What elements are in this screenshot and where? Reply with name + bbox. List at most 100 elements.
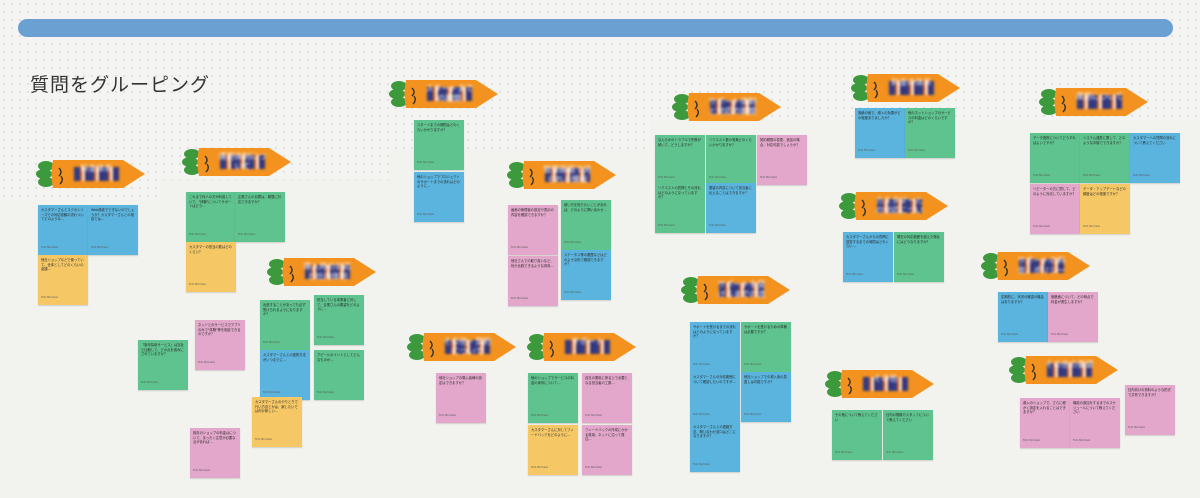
sticky-note[interactable]: Web検索でできないのでしょうか？カスタマーさんとの相談では…Tom Morri… <box>88 205 138 255</box>
sticky-note[interactable]: 他社ショップなどで使っていて、全体としてどのくらいの金額…Tom Morriso… <box>38 255 88 305</box>
sticky-note[interactable]: データ・アップデートなどの頻度はどの程度ですか？Tom Morrison <box>1080 184 1130 234</box>
note-author: Tom Morrison <box>1073 439 1091 443</box>
note-author: Tom Morrison <box>564 241 582 245</box>
group-header-carrot[interactable]: 管理画面で見られる情報 <box>507 153 618 197</box>
sticky-note[interactable]: その他について教えてください Tom Morrison <box>832 410 882 460</box>
sticky-note[interactable]: カスタマーさんとスクのシリーズでの対応依頼の流れついてどのような…Tom Mor… <box>38 205 88 255</box>
group-title: 導入時の対応と社内体制 <box>301 262 354 282</box>
note-text: リクエスト数の有無どのくらいかかりますか？ <box>709 138 752 147</box>
sticky-note[interactable]: フィードバックの作成にかかる費用、ネットに沿って発注…Tom Morrison <box>582 425 632 475</box>
sticky-note[interactable]: カスタマーさんとの連携方法がいつまでに…Tom Morrison <box>260 350 310 400</box>
sticky-note[interactable]: ステータス等の履歴などはどのような形で確認できますか？Tom Morrison <box>561 250 611 300</box>
group-header-carrot[interactable]: 運用について <box>1039 80 1150 124</box>
sticky-note[interactable]: 導入のショップで、さらに細かく設定を入れることはできますか？Tom Morris… <box>1020 398 1070 448</box>
sticky-note[interactable]: 使い方を知りたいことがあれば、どのように問い合わせ…Tom Morrison <box>561 200 611 250</box>
sticky-note[interactable]: アピールポイントとしてどんなものか…Tom Morrison <box>314 350 364 400</box>
note-author: Tom Morrison <box>585 414 603 418</box>
note-text: カスタマーさんのやりとりで行い方法とかは、案したいでは何か新しい… <box>255 400 298 414</box>
group-header-carrot[interactable]: サポート体制と対応の期間 <box>672 85 783 129</box>
note-text: リピーターの方に関して、どのように対応していますか？ <box>1033 187 1076 196</box>
sticky-note[interactable]: カスタマーさんとの連絡方法、問い合わせ窓口はどこになりますか？Tom Morri… <box>690 422 740 472</box>
sticky-note[interactable]: 出張することがあっても必ず受けられるようになりますか？Tom Morrison <box>260 300 310 350</box>
group-title: スタートまでの期間 <box>423 84 476 104</box>
note-text: 他のショップでサービスの料金の体系について… <box>531 376 574 385</box>
sticky-note[interactable]: 自社の運用に係る上で必要となる担当者の工数…Tom Morrison <box>582 373 632 423</box>
sticky-note[interactable]: 要望の内容について担当者に伝えることはできますか？Tom Morrison <box>706 183 756 233</box>
sticky-note[interactable]: リクエスト数の有無どのくらいかかりますか？Tom Morrison <box>706 135 756 185</box>
sticky-note[interactable]: 担当している事業者に対して、企業さんの要望をどのように…Tom Morrison <box>314 295 364 345</box>
note-text: その他について教えてください <box>835 413 878 422</box>
group-header-carrot[interactable]: サポートを受けるまでの流れ <box>681 268 792 312</box>
group-header-carrot[interactable]: その他・契約について <box>407 325 518 369</box>
sticky-note[interactable]: サポートを受けるまでの流れはどのようになっていますか？Tom Morrison <box>690 322 740 372</box>
sticky-note[interactable]: これまで何人の方が利用していて、"体験"についてサポートはどう…Tom Morr… <box>186 192 236 242</box>
sticky-note[interactable]: システム連携に関して、どのような手順でできますか？Tom Morrison <box>1080 133 1130 183</box>
sticky-note[interactable]: 「新卒採用サービス」は当社と比較して、どの点を強みにされていますか？ Tom Mo… <box>138 340 188 390</box>
note-text: 実績の面で、導入の効果がどの程度ありましたか？ <box>858 111 901 120</box>
sticky-note[interactable]: 現在の対応範囲を超えた場合にはどうなりますか？Tom Morrison <box>894 232 944 282</box>
sticky-note[interactable]: カスタマーの担当の数はどのくらい？Tom Morrison <box>186 242 236 292</box>
group-header-carrot[interactable]: その他の要望 <box>1009 348 1120 392</box>
note-author: Tom Morrison <box>511 297 529 301</box>
sticky-note[interactable]: カスタマーさんからの質問に回答するまでの時間はどれくらい…Tom Morriso… <box>843 232 893 282</box>
note-author: Tom Morrison <box>658 224 676 228</box>
sticky-note[interactable]: スタートまでの期間はどのくらいかかりますか？Tom Morrison <box>414 120 464 170</box>
sticky-note[interactable]: サポートを受けるための準備は必要ですか？Tom Morrison <box>741 322 791 372</box>
note-text: 要望の内容について担当者に伝えることはできますか？ <box>709 186 752 195</box>
note-author: Tom Morrison <box>263 341 281 345</box>
sticky-note[interactable]: 社内向けの資料のような形式で共有できますか？Tom Morrison <box>1125 385 1175 435</box>
note-author: Tom Morrison <box>835 451 853 455</box>
note-author: Tom Morrison <box>41 246 59 250</box>
sticky-note[interactable]: 他のショップでサービスの料金の体系について…Tom Morrison <box>528 373 578 423</box>
group-header-carrot[interactable]: サポートの料金、ポリシー <box>981 244 1092 288</box>
sticky-note[interactable]: 他のネットショップのサービスの料金はどのくらいですか？Tom Morrison <box>905 108 955 158</box>
note-text: データ連携についてどうすればよいですか？ <box>1033 136 1076 145</box>
sticky-note[interactable]: 契約期間の変更、追加の場合、対応可能でしょうか？Tom Morrison <box>757 135 807 185</box>
note-author: Tom Morrison <box>693 463 711 467</box>
note-text: 社内向けの資料のような形式で共有できますか？ <box>1128 388 1171 397</box>
note-text: 「新卒採用サービス」は当社と比較して、どの点を強みにされていますか？ <box>141 343 184 357</box>
sticky-note[interactable]: 実績の面で、導入の効果がどの程度ありましたか？Tom Morrison <box>855 108 905 158</box>
sticky-note[interactable]: なんらかのトラブルで失敗が続いて、どうしますか？Tom Morrison <box>655 135 705 185</box>
note-text: ステータス等の履歴などはどのような形で確認できますか？ <box>564 253 607 267</box>
note-text: カスタマーさんからの質問に回答するまでの時間はどれくらい… <box>846 235 889 249</box>
sticky-note[interactable]: データ連携についてどうすればよいですか？Tom Morrison <box>1030 133 1080 183</box>
sticky-note[interactable]: 企業さんの目標は、期間に対応できますか？Tom Morrison <box>235 192 285 242</box>
group-header-carrot[interactable]: 導入時の対応と社内体制 <box>267 250 378 294</box>
group-header-carrot[interactable]: 料金の体系 <box>851 66 962 110</box>
note-author: Tom Morrison <box>238 233 256 237</box>
group-title: 運用について <box>1073 92 1126 112</box>
note-author: Tom Morrison <box>908 149 926 153</box>
sticky-note[interactable]: カスタマーさんの対応範囲について確認したいのですが…Tom Morrison <box>690 372 740 422</box>
sticky-note[interactable]: ネットとのサービスでアプリのみで"体験"等を相談できるのですか？Tom Morr… <box>195 320 245 370</box>
group-header-carrot[interactable]: その他 <box>825 362 936 406</box>
sticky-note[interactable]: 画面の管理者の設定や表示の内容を確認できますか？Tom Morrison <box>508 205 558 255</box>
group-header-carrot[interactable]: 料金体系 <box>36 152 147 196</box>
group-header-carrot[interactable]: 運用体制について <box>182 140 293 184</box>
sticky-note[interactable]: カスタマーさんに対してフィードバックをどのように…Tom Morrison <box>528 425 578 475</box>
sticky-note[interactable]: リピーターの方に関して、どのように対応していますか？Tom Morrison <box>1030 184 1080 234</box>
sticky-note[interactable]: 価格面について、どの時点で料金が発生しますか？Tom Morrison <box>1048 292 1098 342</box>
sticky-note[interactable]: 他のショップでプロジェクトのサポートまでの流れはどのように…Tom Morris… <box>414 172 464 222</box>
group-header-carrot[interactable]: カスタマーとの対応について <box>839 184 950 228</box>
note-author: Tom Morrison <box>585 466 603 470</box>
sticky-note[interactable]: カスタマーさんのやりとりで行い方法とかは、案したいでは何か新しい…Tom Mor… <box>252 397 302 447</box>
sticky-note[interactable]: 定期的に、状況の確認の機会はありますか？Tom Morrison <box>998 292 1048 342</box>
sticky-note[interactable]: 他社さんでの取り扱いなど、何か比較できるような資料…Tom Morrison <box>508 256 558 306</box>
group-title: その他の要望 <box>1043 360 1096 380</box>
sticky-note[interactable]: 既存のショップの料金はについて、まったく注意が必要な点があれば…Tom Morr… <box>190 428 240 478</box>
top-toolbar-bar[interactable] <box>18 19 1173 37</box>
group-header-carrot[interactable]: サポート <box>527 325 638 369</box>
note-author: Tom Morrison <box>141 381 159 385</box>
note-author: Tom Morrison <box>263 391 281 395</box>
sticky-note[interactable]: 他社ショップでの導入後の見直しは可能ですか？Tom Morrison <box>741 372 791 422</box>
note-text: 現在の対応範囲を超えた場合にはどうなりますか？ <box>897 235 940 244</box>
group-title: サポートの料金、ポリシー <box>1015 256 1068 276</box>
sticky-note[interactable]: 他社ショップの購入者様の設定はできますか？Tom Morrison <box>436 373 486 423</box>
group-header-carrot[interactable]: スタートまでの期間 <box>389 72 500 116</box>
note-text: 画面の管理者の設定や表示の内容を確認できますか？ <box>511 208 554 217</box>
sticky-note[interactable]: リクエストの質問とその流れはどのようになっていますか？Tom Morrison <box>655 183 705 233</box>
